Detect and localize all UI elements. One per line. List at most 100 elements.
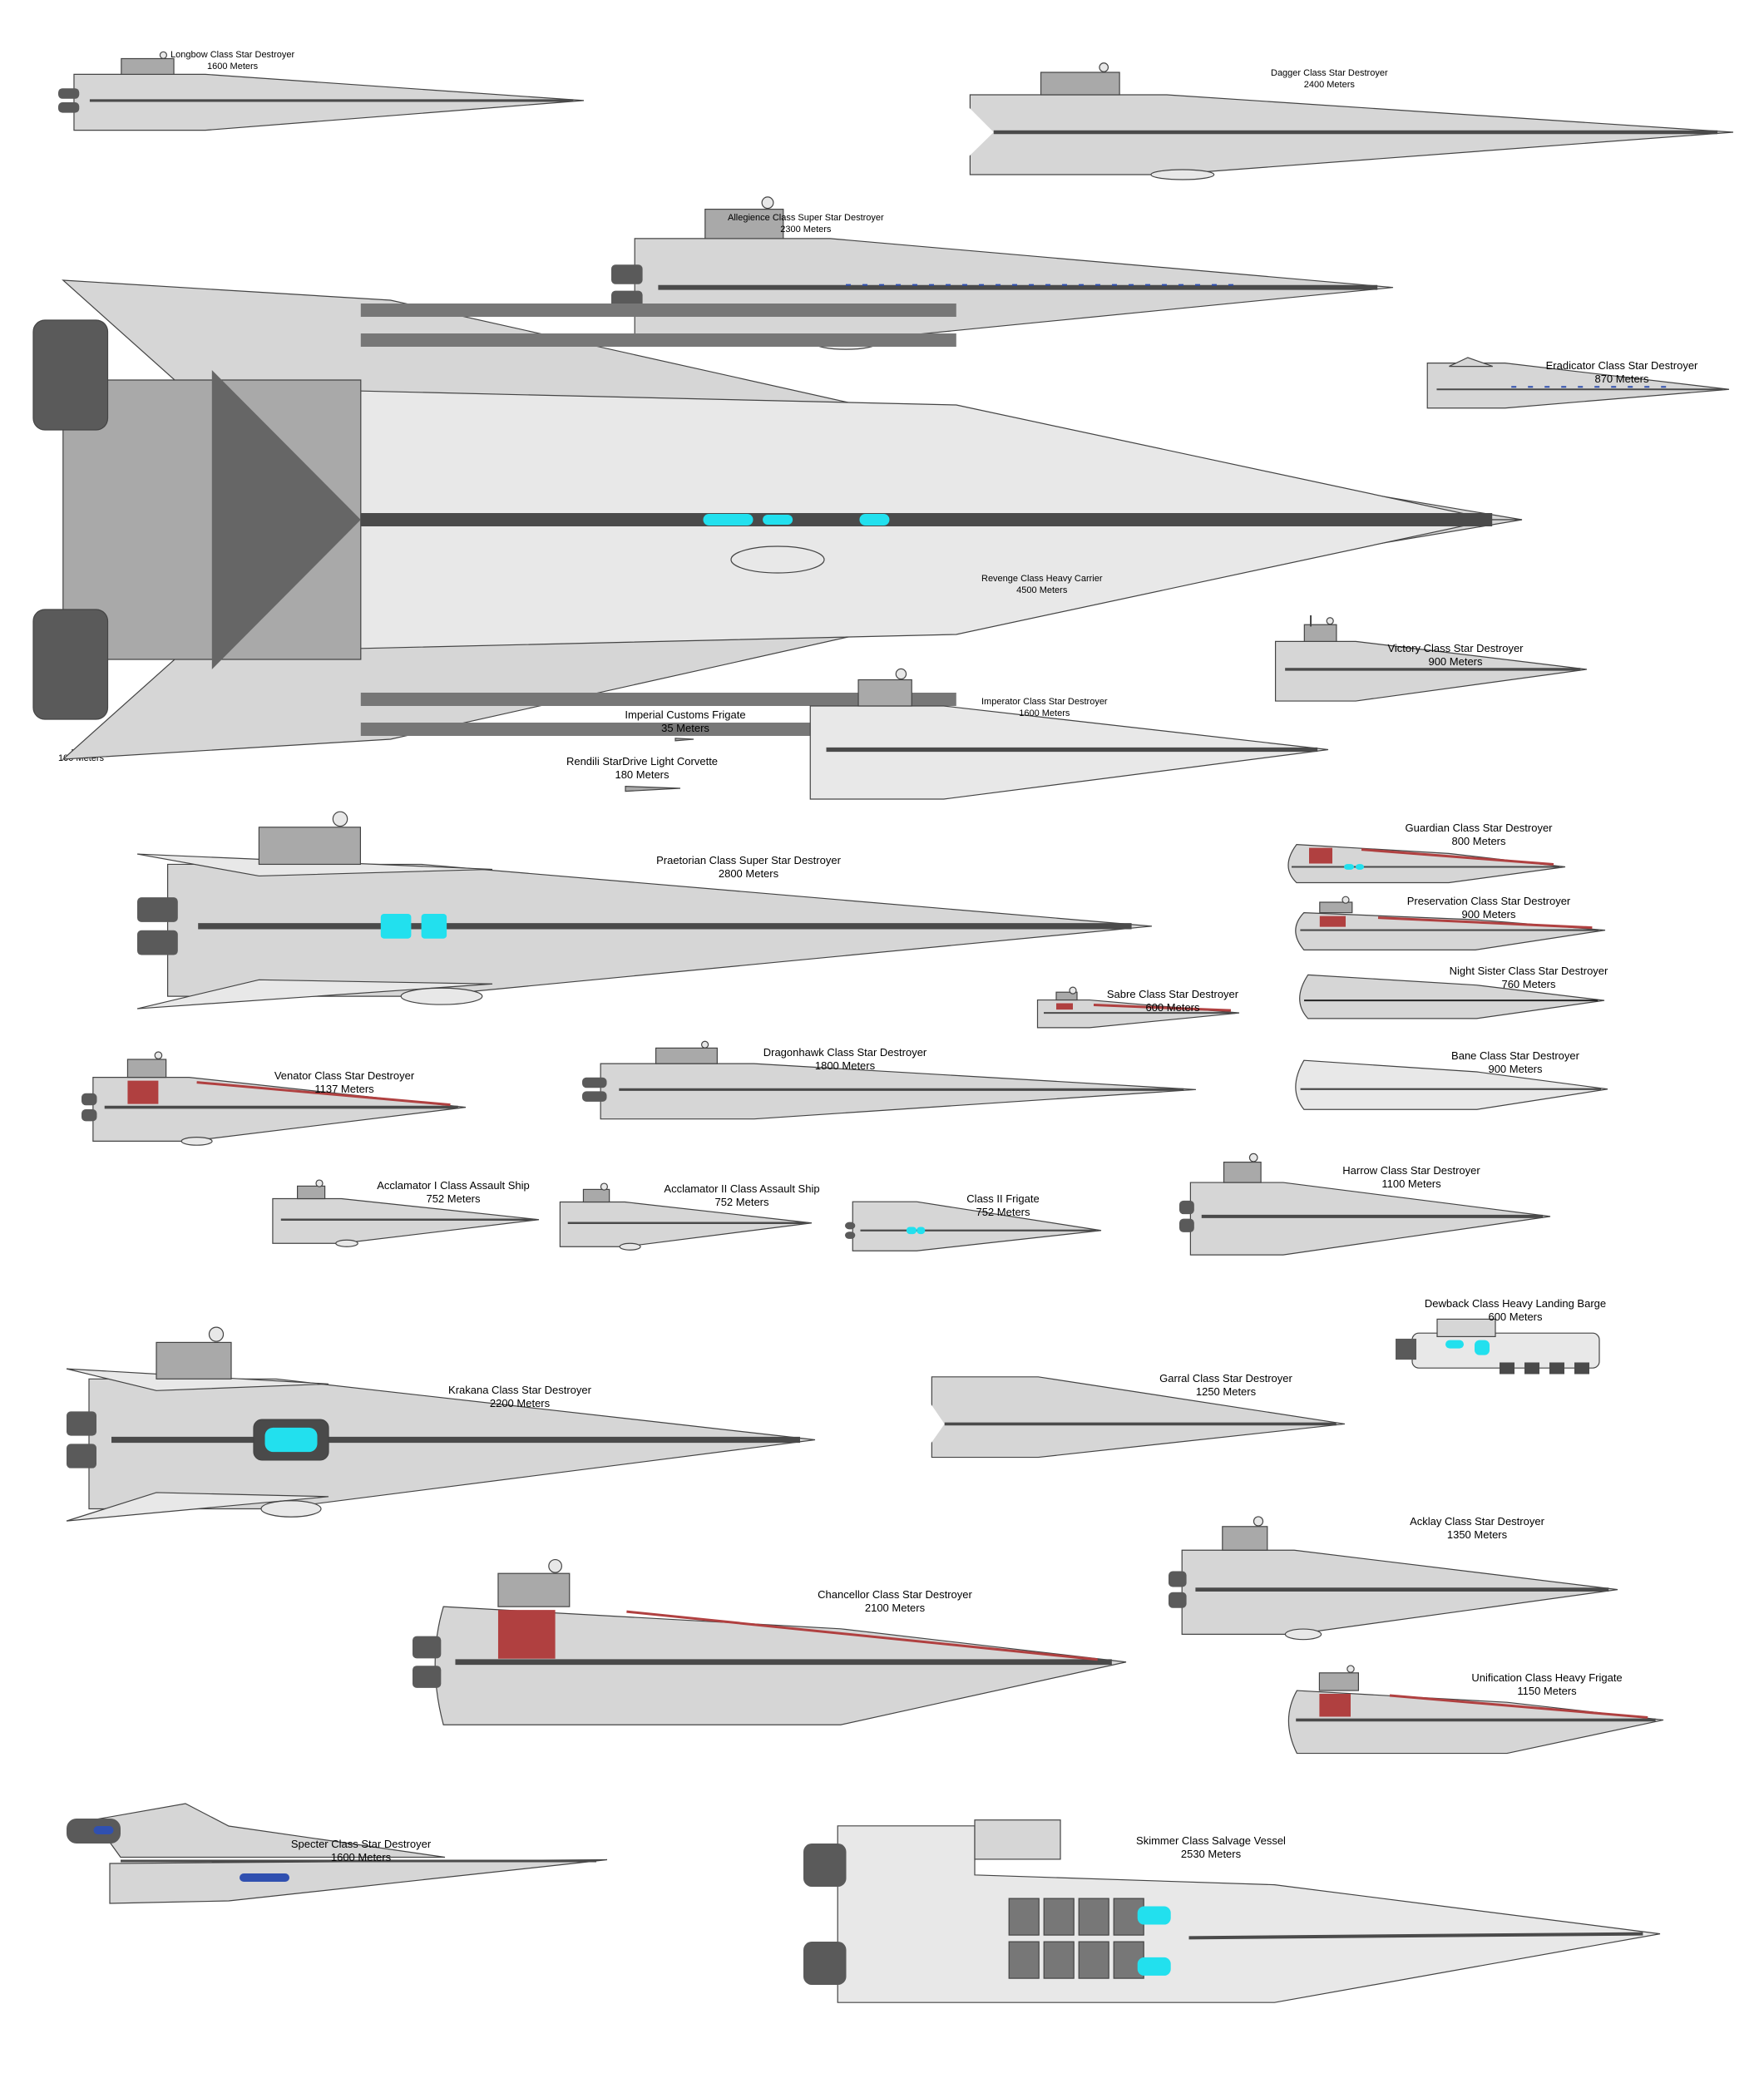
ship-length: 870 Meters	[1594, 373, 1649, 386]
landing-leg	[1500, 1362, 1514, 1375]
red-stripe	[1309, 847, 1332, 864]
ship-name: Longbow Class Star Destroyer	[170, 50, 295, 60]
engine-upper	[1179, 1200, 1194, 1215]
command-tower	[121, 57, 175, 75]
glow-port	[1445, 1340, 1464, 1349]
ship-length: 1350 Meters	[1446, 1528, 1508, 1542]
ship-customs-drawing	[674, 738, 694, 742]
ship-name: Acklay Class Star Destroyer	[1410, 1515, 1544, 1528]
hull-shape	[1274, 640, 1588, 702]
ship-rendili-drawing	[625, 785, 681, 792]
ship-length: 1600 Meters	[207, 61, 259, 72]
command-tower	[1319, 901, 1353, 914]
landing-leg	[1574, 1362, 1589, 1375]
engine	[1396, 1338, 1416, 1360]
sensor-dome	[1342, 896, 1350, 904]
ship-length: 752 Meters	[976, 1206, 1030, 1219]
ship-name: Preservation Class Star Destroyer	[1406, 895, 1571, 907]
red-stripe	[626, 1610, 1098, 1661]
ship-class2-drawing	[845, 1201, 1102, 1251]
sensor-dome	[332, 811, 348, 827]
engine-lower	[58, 102, 80, 113]
lower-wing	[136, 979, 493, 1009]
ship-name: Garral Class Star Destroyer	[1159, 1372, 1292, 1385]
ship-name: Class II Frigate	[966, 1192, 1040, 1205]
ship-length: 180 Meters	[615, 768, 670, 782]
ship-length: 752 Meters	[426, 1192, 481, 1206]
sensor-dome	[701, 1040, 709, 1049]
engine-upper	[582, 1077, 607, 1088]
ship-name: Dagger Class Star Destroyer	[1271, 68, 1388, 78]
ship-harrow-drawing	[1179, 1153, 1551, 1256]
bridge	[1436, 1318, 1496, 1337]
hull-shape	[931, 1376, 1346, 1459]
hull-shape	[1036, 999, 1240, 1029]
glow-port	[1137, 1957, 1171, 1976]
ship-name: Krakana Class Star Destroyer	[448, 1384, 591, 1396]
red-stripe	[1056, 1003, 1073, 1010]
hull-shape	[1189, 1182, 1551, 1256]
ship-name: Praetorian Class Super Star Destroyer	[656, 854, 841, 866]
ship-garral	[919, 1367, 1346, 1465]
ship-chancellor-drawing	[413, 1558, 1127, 1725]
engine-lower	[1179, 1218, 1194, 1232]
ship-length: 2400 Meters	[1303, 79, 1355, 90]
glow-port	[1475, 1340, 1490, 1355]
engine-upper	[1169, 1571, 1187, 1587]
command-tower	[126, 1059, 167, 1078]
ship-length: 1150 Meters	[1517, 1685, 1577, 1698]
dorsal-fin	[1449, 357, 1493, 368]
lower-hull	[109, 1858, 608, 1904]
sensor-dome	[761, 196, 774, 210]
ship-length: 2300 Meters	[780, 224, 832, 234]
ventral-dome	[260, 1500, 322, 1518]
ventral-dome	[619, 1242, 641, 1251]
engine-lower	[82, 1109, 97, 1122]
cargo-bay	[1043, 1898, 1075, 1936]
armor-stripe	[360, 333, 956, 347]
ship-dragonhawk	[582, 1039, 1197, 1126]
command-tower	[857, 679, 912, 707]
ship-name: Bane Class Star Destroyer	[1451, 1049, 1579, 1062]
ship-preservation-drawing	[1295, 896, 1606, 950]
red-stripe	[196, 1081, 451, 1107]
ship-customs	[674, 737, 694, 742]
ship-unification-drawing	[1287, 1665, 1664, 1755]
hull-shape	[600, 1063, 1197, 1120]
ship-eradicator-drawing	[1426, 357, 1730, 409]
blue-light	[240, 1873, 289, 1882]
landing-leg	[1524, 1362, 1539, 1375]
ship-specter	[67, 1801, 608, 1926]
landing-leg	[1549, 1362, 1564, 1375]
hangar-bay	[211, 370, 361, 669]
sensor-dome	[1346, 1665, 1355, 1673]
command-tower	[655, 1047, 718, 1064]
ship-length: 1137 Meters	[314, 1083, 374, 1096]
ship-length: 1800 Meters	[814, 1059, 876, 1073]
hull-shape	[625, 785, 681, 792]
ship-name: Revenge Class Heavy Carrier	[981, 574, 1103, 584]
sensor-dome	[1326, 617, 1334, 625]
ship-garral-drawing	[919, 1376, 1346, 1461]
hull-shape	[1181, 1549, 1618, 1635]
ship-unification	[1272, 1663, 1664, 1761]
sensor-dome	[1069, 986, 1077, 995]
ship-skimmer-drawing	[803, 1819, 1661, 2003]
glow-port	[421, 913, 447, 939]
sensor-dome	[548, 1558, 562, 1573]
ventral-dome	[400, 987, 483, 1005]
ship-eradicator	[1418, 357, 1730, 412]
fork-cutout	[946, 85, 994, 179]
cargo-bay	[1078, 1898, 1109, 1936]
ship-revenge-drawing	[32, 279, 1523, 760]
armor-stripe	[360, 304, 956, 317]
